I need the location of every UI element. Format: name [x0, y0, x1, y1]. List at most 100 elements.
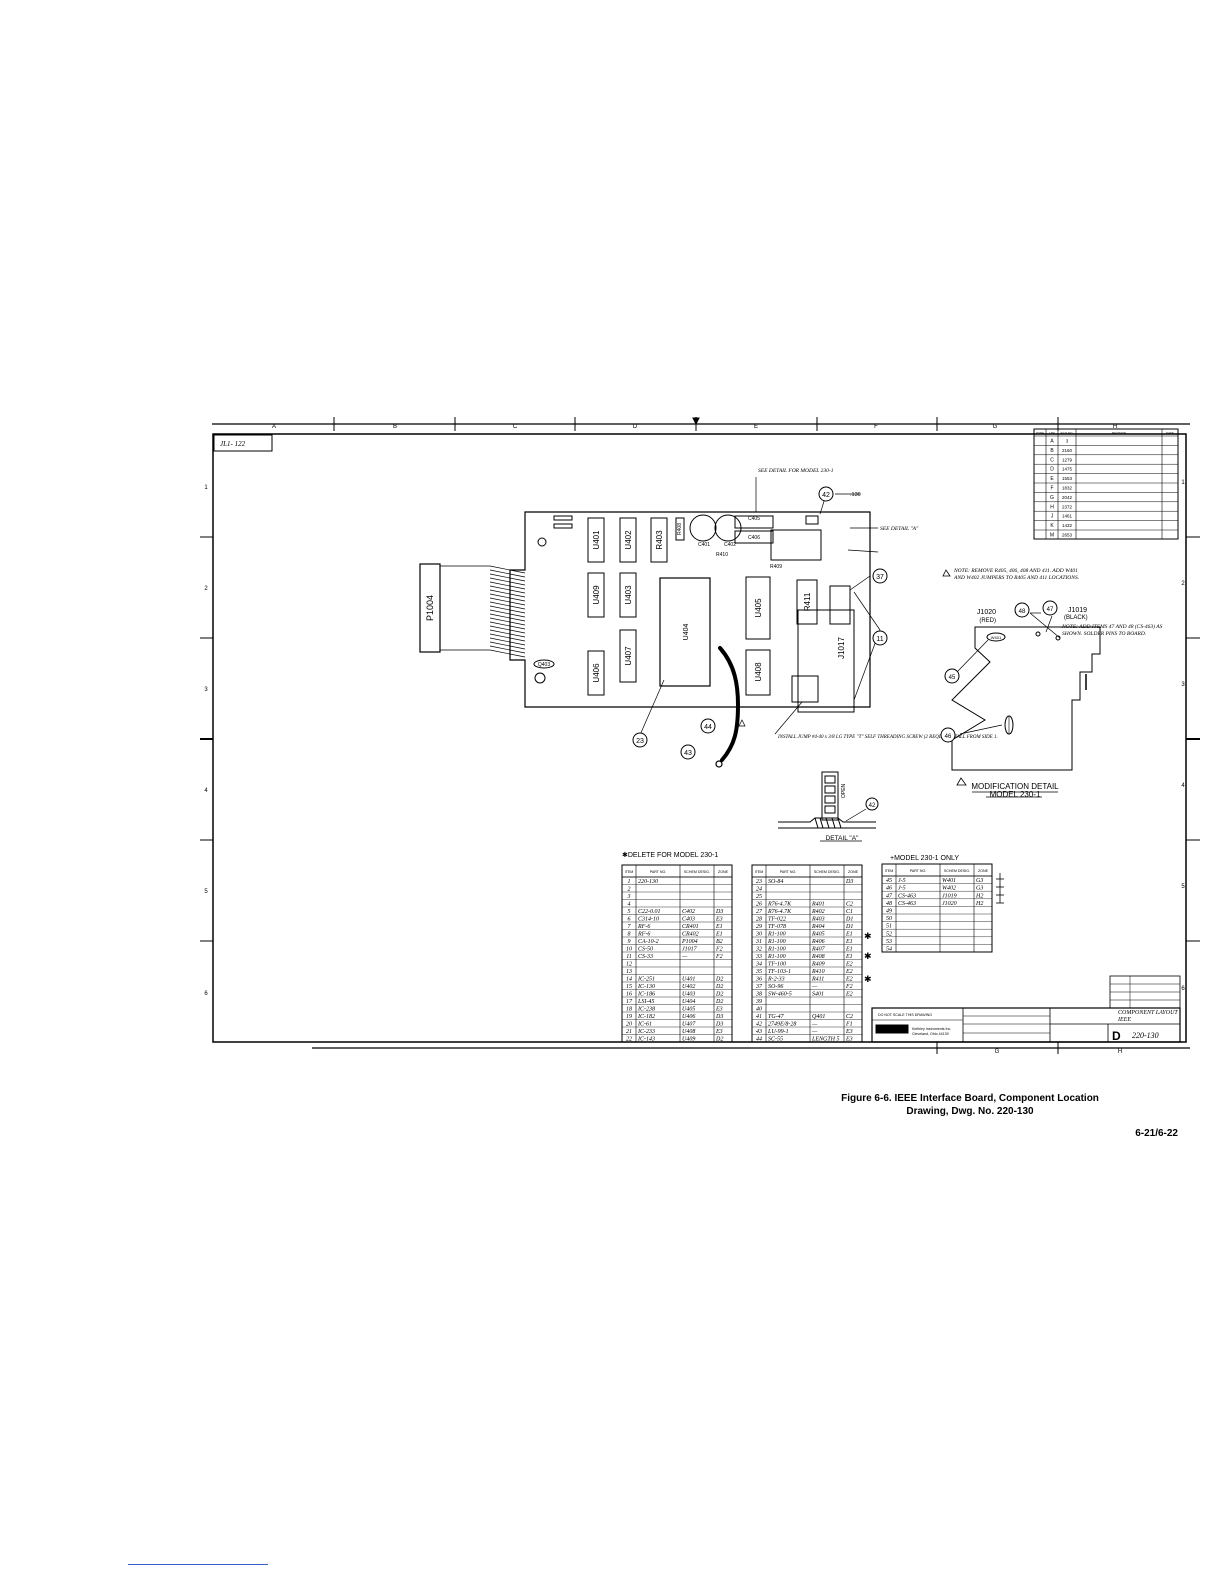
revision-header: ECO NO. — [1061, 431, 1074, 435]
zone-label: 2 — [1181, 581, 1185, 587]
table-cell: E1 — [845, 954, 853, 960]
revision-eco: 1279 — [1062, 457, 1073, 462]
table-header: ITEM — [885, 869, 894, 873]
zone-label: 5 — [1181, 884, 1185, 890]
revision-letter: K — [1050, 523, 1054, 529]
revision-eco: 2372 — [1062, 504, 1073, 509]
table-cell: 35 — [755, 969, 762, 975]
title-block — [871, 975, 1181, 1043]
jack-label: J1019 — [1068, 607, 1087, 614]
revision-eco: 1475 — [1062, 467, 1073, 472]
table-cell: 46 — [886, 885, 892, 892]
table-header: PART NO. — [910, 869, 927, 873]
table-cell: 38 — [755, 992, 762, 998]
table-cell: 18 — [626, 1007, 632, 1013]
table-cell: 54 — [886, 946, 892, 953]
zone-label: 6 — [1181, 986, 1185, 992]
table-cell: W402 — [942, 885, 956, 892]
table-cell: F1 — [845, 1022, 853, 1028]
table-cell: 3 — [627, 894, 631, 900]
table-cell: G3 — [976, 878, 983, 884]
table-cell: TF-100 — [768, 962, 786, 968]
table-cell: R1-100 — [767, 954, 786, 960]
table-cell: D2 — [715, 999, 723, 1005]
modification-subtitle: MODEL 230-1 — [990, 790, 1041, 799]
revision-letter: J — [1051, 514, 1054, 520]
table-cell: R401 — [811, 901, 825, 908]
table-cell: J1020 — [942, 901, 957, 907]
table-cell: 2 — [628, 887, 631, 893]
table-cell: 37 — [755, 984, 763, 990]
table-header: ZONE — [848, 870, 859, 874]
table-cell: D3 — [715, 1022, 723, 1028]
table-cell: E3 — [715, 1007, 723, 1013]
table-cell: CR402 — [682, 931, 699, 938]
table-cell: R411 — [811, 976, 824, 983]
table-cell: 32 — [755, 947, 762, 953]
zone-label: 1 — [1181, 480, 1185, 486]
table-cell: CS-50 — [638, 947, 653, 953]
table-cell: 42 — [756, 1021, 762, 1028]
table-cell: E1 — [845, 932, 853, 938]
table-cell: C402 — [682, 908, 695, 915]
figure-caption-line-1: Figure 6-6. IEEE Interface Board, Compon… — [841, 1093, 1099, 1104]
callout-number: 42 — [869, 803, 876, 809]
table-cell: D2 — [715, 977, 723, 983]
part-label: U404 — [683, 624, 690, 641]
revision-letter: B — [1050, 448, 1054, 454]
detail-a — [778, 771, 879, 842]
drawing-number: 220-130 — [1132, 1031, 1159, 1040]
revision-header: LTR — [1049, 431, 1055, 435]
revision-eco: 1432 — [1062, 523, 1073, 528]
part-label: U409 — [592, 585, 601, 605]
table-cell: 9 — [628, 939, 631, 945]
table-cell: IC-238 — [637, 1007, 655, 1013]
table-cell: R1-100 — [767, 947, 786, 953]
table-cell: RF-6 — [637, 932, 650, 938]
revision-letter: F — [1050, 486, 1053, 492]
table-cell: J-5 — [898, 886, 906, 892]
part-label: U402 — [624, 530, 633, 550]
see-detail-note: SEE DETAIL FOR MODEL 230-1 — [758, 468, 834, 474]
svg-text:✱: ✱ — [864, 931, 872, 941]
part-label: U401 — [592, 530, 601, 550]
table-cell: E3 — [715, 917, 723, 923]
part-label: Q403 — [538, 662, 550, 668]
zone-label: G — [993, 424, 998, 430]
table-cell: R-2-33 — [767, 977, 785, 983]
table-cell: CA-10-2 — [638, 939, 659, 945]
table-cell: U406 — [682, 1013, 695, 1020]
table-cell: — — [681, 954, 688, 960]
table-cell: IC-143 — [637, 1036, 655, 1043]
table-cell: C2 — [846, 1014, 853, 1020]
zone-label: D — [633, 424, 638, 430]
callout-number: 42 — [822, 492, 830, 499]
table-cell: 39 — [755, 999, 762, 1005]
table-cell: R409 — [811, 961, 825, 968]
jumper-label: W401 — [991, 635, 1002, 640]
table-cell: D3 — [715, 909, 723, 915]
revision-letter: M — [1050, 533, 1054, 539]
jack-color: (RED) — [979, 618, 996, 624]
revision-letter: C — [1050, 457, 1054, 463]
company-name: Keithley Instruments Inc. — [912, 1027, 951, 1031]
table-cell: U409 — [682, 1036, 695, 1043]
company-city: Cleveland, Ohio 44139 — [912, 1032, 949, 1036]
table-cell: 23 — [756, 879, 762, 885]
table-cell: H2 — [975, 901, 983, 907]
part-label: R403 — [655, 530, 664, 550]
table-cell: E1 — [845, 947, 853, 953]
table-cell: S401 — [812, 991, 824, 998]
pcb-board — [419, 477, 881, 736]
detail-a-label: DETAIL "A" — [826, 835, 859, 842]
table-cell: E2 — [845, 977, 853, 983]
zone-label: F — [874, 424, 878, 430]
revision-letter: G — [1050, 495, 1054, 501]
table-cell: 51 — [886, 924, 892, 930]
table-cell: 30 — [755, 932, 762, 938]
callout-number: 23 — [636, 738, 644, 745]
